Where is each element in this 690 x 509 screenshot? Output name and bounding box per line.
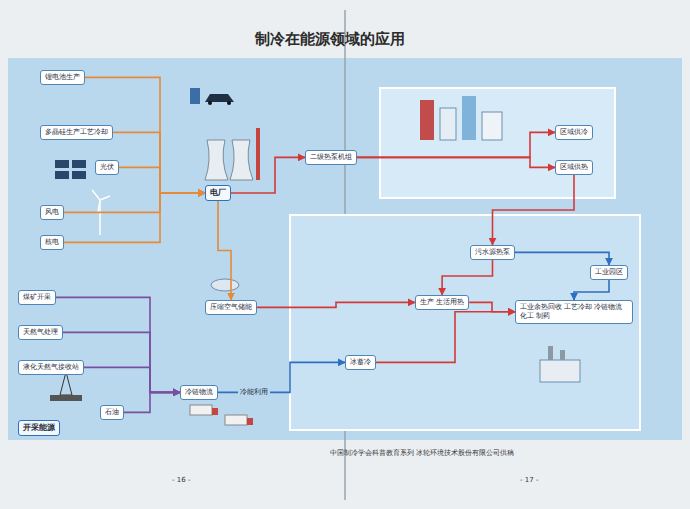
- node-box: 工业园区: [590, 265, 628, 280]
- node-text: 工业园区: [595, 268, 623, 277]
- flow-connector: [231, 157, 305, 193]
- flow-connector: [124, 392, 180, 412]
- node-box: 核电: [40, 235, 64, 250]
- flow-connector: [493, 175, 575, 245]
- node-box: 压缩空气储能: [205, 300, 257, 315]
- solar-panels: [55, 160, 86, 179]
- node-text: 电厂: [210, 188, 226, 198]
- node-text: 冷链物流: [185, 388, 213, 397]
- flow-connector: [257, 302, 415, 307]
- node-text: 核电: [45, 238, 59, 247]
- node-box: 液化天然气接收站: [18, 360, 84, 375]
- page-number: - 16 -: [172, 476, 190, 484]
- credit-line: 中国制冷学会科普教育系列 冰轮环境技术股份有限公司供稿: [330, 448, 514, 458]
- flow-connector: [218, 201, 231, 300]
- flow-connector: [64, 193, 205, 212]
- node-box: 煤矿开采: [18, 290, 56, 305]
- node-text: 液化天然气接收站: [23, 363, 79, 372]
- node-text: 开采能源: [23, 423, 55, 433]
- node-text: 污水源热泵: [475, 248, 510, 257]
- flow-connector: [357, 132, 555, 157]
- flow-connector: [113, 132, 205, 193]
- flow-connector: [64, 193, 205, 242]
- node-box: 冷链物流: [180, 385, 218, 400]
- node-box: 光伏: [95, 160, 119, 175]
- flow-connector: [119, 167, 205, 193]
- node-text: 光伏: [100, 163, 114, 172]
- node-text: 锂电池生产: [45, 73, 80, 82]
- car: [190, 88, 234, 105]
- node-box: 二级热泵机组: [305, 150, 357, 165]
- flow-connector: [376, 312, 515, 363]
- node-box: 生产 生活用热: [415, 295, 469, 310]
- node-text: 天然气处理: [23, 328, 58, 337]
- node-text: 二级热泵机组: [310, 153, 352, 162]
- flow-connector: [515, 252, 609, 265]
- node-box: 电厂: [205, 185, 231, 201]
- diagram-title: 制冷在能源领域的应用: [0, 30, 660, 49]
- node-box: 工业余热回收 工艺冷却 冷链物流 化工 制药: [515, 300, 633, 324]
- node-box: 多晶硅生产工艺冷却: [40, 125, 113, 140]
- flow-connector: [357, 157, 555, 167]
- edge-label: 冷能利用: [238, 388, 270, 397]
- flow-connector: [442, 260, 492, 295]
- node-box: 污水源热泵: [470, 245, 515, 260]
- node-box: 区域供冷: [555, 125, 593, 140]
- node-text: 煤矿开采: [23, 293, 51, 302]
- node-text: 冰蓄冷: [350, 358, 371, 367]
- flow-connector: [56, 297, 180, 392]
- page-number: - 17 -: [520, 476, 538, 484]
- node-text: 多晶硅生产工艺冷却: [45, 128, 108, 137]
- node-text: 生产 生活用热: [420, 298, 464, 307]
- node-text: 石油: [105, 408, 119, 417]
- node-text: 区域供热: [560, 163, 588, 172]
- node-box: 石油: [100, 405, 124, 420]
- factory: [540, 346, 580, 382]
- node-text: 风电: [45, 208, 59, 217]
- buildings: [420, 96, 502, 140]
- industry-region: [290, 215, 640, 430]
- trucks: [190, 405, 253, 425]
- node-text: 工业余热回收 工艺冷却 冷链物流 化工 制药: [520, 303, 628, 321]
- oil-rig: [50, 372, 82, 401]
- flow-connector: [469, 302, 515, 311]
- node-box: 锂电池生产: [40, 70, 85, 85]
- flow-connector: [574, 280, 609, 300]
- node-box: 区域供热: [555, 160, 593, 175]
- node-box: 冰蓄冷: [345, 355, 376, 370]
- city-region: [380, 88, 615, 198]
- node-box: 开采能源: [18, 420, 60, 436]
- node-text: 压缩空气储能: [210, 303, 252, 312]
- node-text: 区域供冷: [560, 128, 588, 137]
- flow-connector: [84, 367, 180, 392]
- cooling-towers: [205, 128, 260, 180]
- node-box: 天然气处理: [18, 325, 63, 340]
- tank: [211, 279, 239, 291]
- node-box: 风电: [40, 205, 64, 220]
